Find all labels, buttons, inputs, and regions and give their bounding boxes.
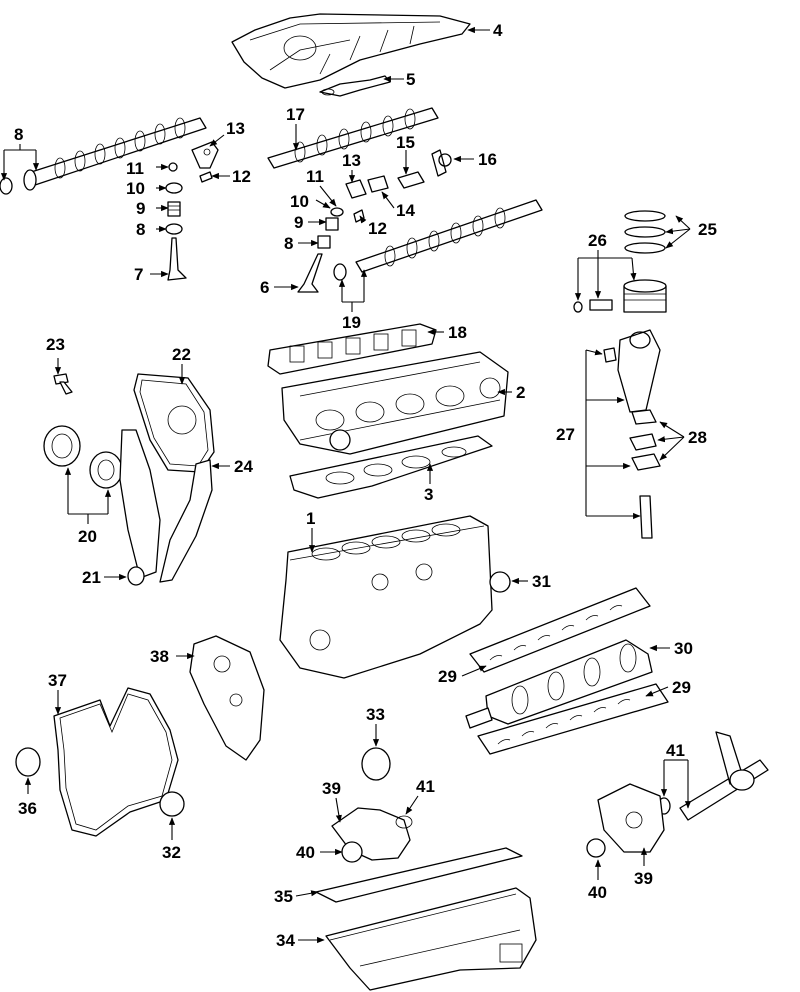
callout-19: 19 — [342, 313, 361, 332]
valve-spring-seat-left — [167, 201, 181, 217]
callout-16: 16 — [478, 150, 497, 169]
callout-12: 12 — [232, 167, 251, 186]
crankshaft-seal-front — [127, 566, 145, 586]
callout-13: 13 — [342, 151, 361, 170]
callout-40: 40 — [588, 883, 607, 902]
callout-25: 25 — [698, 220, 717, 239]
oil-pump-right — [597, 783, 665, 853]
timing-cover — [189, 635, 265, 761]
callout-numbers: 4 5 8 13 11 12 10 9 8 7 17 13 15 16 11 1… — [14, 21, 717, 950]
callout-32: 32 — [162, 843, 181, 862]
chain-guide — [119, 429, 213, 583]
callout-40: 40 — [296, 843, 315, 862]
callout-17: 17 — [286, 105, 305, 124]
callout-22: 22 — [172, 345, 191, 364]
callout-14: 14 — [396, 201, 415, 220]
cylinder-head — [281, 351, 509, 455]
intake-camshaft — [333, 199, 543, 281]
intake-camshaft-left — [23, 117, 207, 191]
callout-28: 28 — [688, 428, 707, 447]
vibration-damper-seal — [15, 747, 41, 777]
callout-39: 39 — [634, 869, 653, 888]
callout-13: 13 — [226, 119, 245, 138]
callout-21: 21 — [82, 568, 101, 587]
callout-9: 9 — [136, 199, 145, 218]
callout-20: 20 — [78, 527, 97, 546]
callout-1: 1 — [306, 509, 315, 528]
callout-12: 12 — [368, 219, 387, 238]
callout-41: 41 — [416, 777, 435, 796]
callout-23: 23 — [46, 335, 65, 354]
valve-train-center — [297, 207, 365, 293]
callout-6: 6 — [260, 278, 269, 297]
callout-34: 34 — [276, 931, 295, 950]
crankshaft-seal-rear — [489, 571, 511, 593]
callout-29: 29 — [672, 678, 691, 697]
crankshaft — [465, 639, 653, 729]
callout-10: 10 — [290, 192, 309, 211]
callout-11: 11 — [126, 159, 144, 178]
camshaft-sprocket — [43, 425, 81, 467]
oil-pump-drive-gear — [586, 838, 606, 858]
callout-18: 18 — [448, 323, 467, 342]
cam-seal-left — [0, 177, 13, 195]
callout-11: 11 — [306, 167, 324, 186]
leader-lines — [0, 26, 692, 944]
callout-41: 41 — [666, 741, 685, 760]
oil-pump-pickup-tube — [679, 731, 769, 821]
callout-29: 29 — [438, 667, 457, 686]
valve-retainer-left — [165, 182, 183, 194]
valve-cover — [231, 13, 471, 89]
callout-8: 8 — [136, 220, 145, 239]
callout-31: 31 — [532, 572, 551, 591]
cylinder-head-gasket — [289, 435, 493, 499]
piston-rings — [624, 210, 666, 254]
piston — [573, 279, 667, 313]
valve-cover-gasket — [319, 75, 391, 97]
callout-27: 27 — [556, 425, 575, 444]
main-bearings-lower — [477, 683, 669, 755]
valve-spring-left — [199, 171, 213, 183]
engine-block — [279, 515, 493, 679]
camshaft-carrier — [267, 323, 437, 375]
callout-36: 36 — [18, 799, 37, 818]
intake-valve-left — [167, 237, 187, 281]
callout-4: 4 — [493, 21, 503, 40]
callout-3: 3 — [424, 485, 433, 504]
callout-35: 35 — [274, 887, 293, 906]
oil-pan-gasket — [315, 847, 523, 903]
camshaft-sprocket-secondary — [89, 451, 123, 489]
vanos-bracket — [397, 171, 425, 189]
callout-24: 24 — [234, 457, 253, 476]
callout-5: 5 — [406, 70, 415, 89]
callout-9: 9 — [294, 213, 303, 232]
valve-keeper-left — [168, 162, 178, 172]
callout-2: 2 — [516, 383, 525, 402]
oil-pan — [325, 887, 537, 991]
oil-pump-center — [331, 807, 413, 863]
callout-8: 8 — [14, 125, 23, 144]
front-cover-seal — [159, 791, 185, 817]
tensioner-bolt — [53, 373, 73, 395]
callout-30: 30 — [674, 639, 693, 658]
callout-38: 38 — [150, 647, 169, 666]
callout-39: 39 — [322, 779, 341, 798]
callout-15: 15 — [396, 133, 415, 152]
exhaust-camshaft — [267, 107, 439, 169]
connecting-rod — [603, 329, 661, 539]
callout-8: 8 — [284, 234, 293, 253]
camshaft-position-sensor-left — [191, 141, 219, 169]
callout-26: 26 — [588, 231, 607, 250]
valve-seal-left — [165, 223, 183, 235]
accessory-drive-belt — [53, 687, 179, 837]
callout-7: 7 — [134, 265, 143, 284]
vanos-solenoid — [431, 149, 452, 177]
oil-pump-seal — [361, 747, 391, 781]
callout-10: 10 — [126, 179, 145, 198]
callout-37: 37 — [48, 671, 67, 690]
callout-33: 33 — [366, 705, 385, 724]
rocker-arm — [367, 175, 389, 193]
camshaft-position-sensor-center — [345, 179, 367, 199]
